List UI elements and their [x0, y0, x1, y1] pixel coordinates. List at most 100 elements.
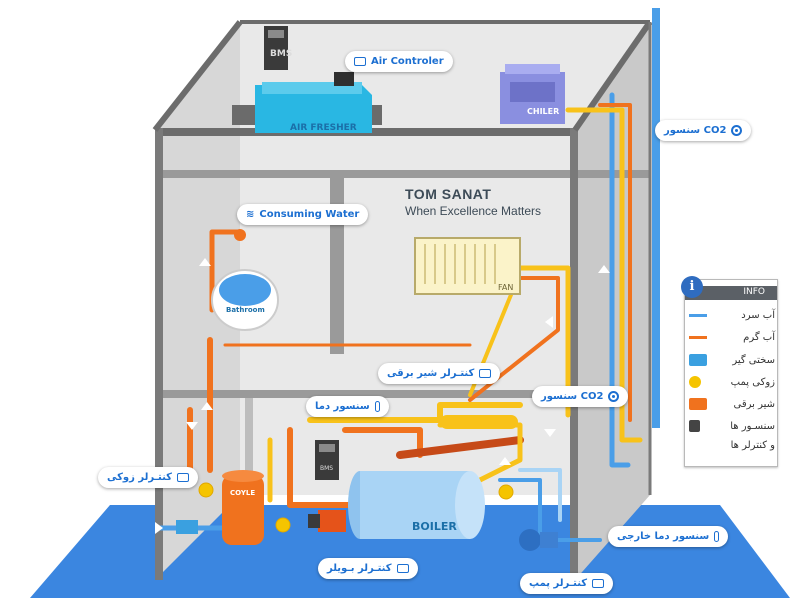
water-softener [176, 520, 198, 534]
thermometer-icon [714, 531, 720, 542]
bms-screen [268, 30, 284, 38]
partition-wall [245, 398, 253, 538]
callout-label: سنسور CO2 [664, 125, 727, 136]
callout-label: سنسور CO2 [541, 391, 604, 402]
callout-label: کنتـرلر شیر برقی [387, 368, 475, 379]
air-controller-callout: Air Controler [345, 51, 453, 72]
brand-name: TOM SANAT [405, 186, 492, 202]
hot-water-line-icon [689, 336, 707, 339]
cold-water-pipe [609, 92, 631, 468]
temp-sensor-callout: سنسور دما [306, 396, 389, 417]
cold-water-pipe [498, 478, 602, 542]
pillar-right [570, 128, 578, 580]
callout-label: Air Controler [371, 56, 444, 67]
legend-item: شیر برقی [689, 398, 775, 410]
shower-icon: ≋ [246, 209, 255, 220]
boiler-controller-callout: کنتـرلر بـویلر [318, 558, 418, 579]
info-icon: i [681, 276, 703, 298]
valve-icon [689, 398, 707, 410]
monitor-icon [479, 369, 492, 378]
legend-item: و کنترلر ها [730, 440, 775, 451]
roof-edge [152, 20, 243, 132]
air-fresher-label: AIR FRESHER [290, 123, 357, 133]
air-fresher-unit [255, 85, 372, 133]
chiller-panel [510, 82, 555, 102]
hot-water-pipe [598, 103, 632, 422]
callout-label: کنتـرلر پمپ [529, 578, 588, 589]
sensor-icon [689, 420, 700, 432]
consuming-water-callout: ≋ Consuming Water [237, 204, 369, 225]
manifold [440, 415, 518, 429]
bathtub-water [219, 274, 271, 306]
sensor-ring-icon [608, 391, 620, 402]
legend-item: آب گرم [689, 332, 775, 343]
hot-water-pipe [287, 427, 353, 508]
zoki-pump-icon [498, 484, 514, 500]
pump-unit [519, 529, 541, 551]
monitor-icon [354, 57, 366, 66]
hot-water-pipe [342, 427, 423, 458]
boiler-tank [360, 471, 470, 539]
fan-coil-grille [424, 244, 496, 284]
fan-label: FAN [498, 283, 513, 292]
flow-arrows [155, 258, 610, 534]
warm-water-pipe [307, 402, 523, 423]
zoki-pump-icon [275, 517, 291, 533]
co2-sensor-top-callout: سنسور CO2 [655, 120, 752, 141]
bms-label: BMS [320, 465, 333, 472]
hot-water-pipe [209, 229, 243, 313]
air-controller-box [334, 72, 354, 86]
warm-water-pipe [565, 107, 643, 443]
info-legend: INFO i آب سرد آب گرم سختی گیر زوکی پمپ ش… [681, 276, 778, 467]
co2-duct [652, 8, 660, 428]
coyle-label: COYLE [230, 489, 255, 497]
legend-item: سنسـور ها [689, 420, 775, 432]
coyle-tank [222, 475, 264, 545]
pump-motor [540, 532, 558, 548]
coyle-tank-top [222, 470, 264, 482]
bms-label: BMS [270, 49, 292, 59]
monitor-icon [592, 579, 605, 588]
boiler-end [455, 471, 485, 539]
pump-icon [689, 376, 701, 388]
callout-label: Consuming Water [259, 209, 360, 220]
pump-controller-callout: کنتـرلر پمپ [520, 573, 614, 594]
left-wall [155, 22, 240, 580]
boiler-label: BOILER [412, 520, 457, 533]
chiller-label: CHILER [527, 107, 559, 116]
warm-water-pipe [517, 265, 571, 418]
legend-item: آب سرد [689, 310, 775, 321]
legend-item: زوکی پمپ [689, 376, 775, 388]
hot-water-pipe [468, 276, 560, 402]
legend-title: INFO [743, 287, 765, 297]
softener-icon [689, 354, 707, 366]
callout-label: کنتـرلر بـویلر [327, 563, 392, 574]
legend-header: INFO [685, 286, 777, 300]
callout-label: سنسور دما خارجی [617, 531, 710, 542]
callout-label: سنسور دما [315, 401, 370, 412]
bms-screen [319, 444, 335, 452]
fan-coil-unit [414, 237, 521, 295]
sensor-ring-icon [731, 125, 743, 136]
callout-label: کنتـرلر زوکی [107, 472, 172, 483]
chiller-top [505, 64, 560, 74]
shower-head-icon [234, 229, 246, 241]
pillar-left [155, 128, 163, 580]
coil-controller-callout: کنتـرلر زوکی [98, 467, 198, 488]
monitor-icon [396, 564, 409, 573]
bathroom-label: Bathroom [226, 306, 265, 314]
brand-slogan: When Excellence Matters [405, 204, 542, 218]
cold-water-pipe [518, 468, 562, 522]
hot-water-pipe [396, 436, 524, 459]
outdoor-temp-callout: سنسور دما خارجی [608, 526, 729, 547]
cold-water-line-icon [689, 314, 707, 317]
floor-slab-1 [155, 170, 650, 178]
brand-block: TOM SANAT When Excellence Matters [405, 186, 545, 218]
boiler-burner-motor [308, 514, 320, 528]
monitor-icon [176, 473, 189, 482]
thermometer-icon [374, 401, 380, 412]
zoki-pump-icon [198, 482, 214, 498]
valve-controller-callout: کنتـرلر شیر برقی [378, 363, 501, 384]
co2-sensor-mid-callout: سنسور CO2 [532, 386, 629, 407]
